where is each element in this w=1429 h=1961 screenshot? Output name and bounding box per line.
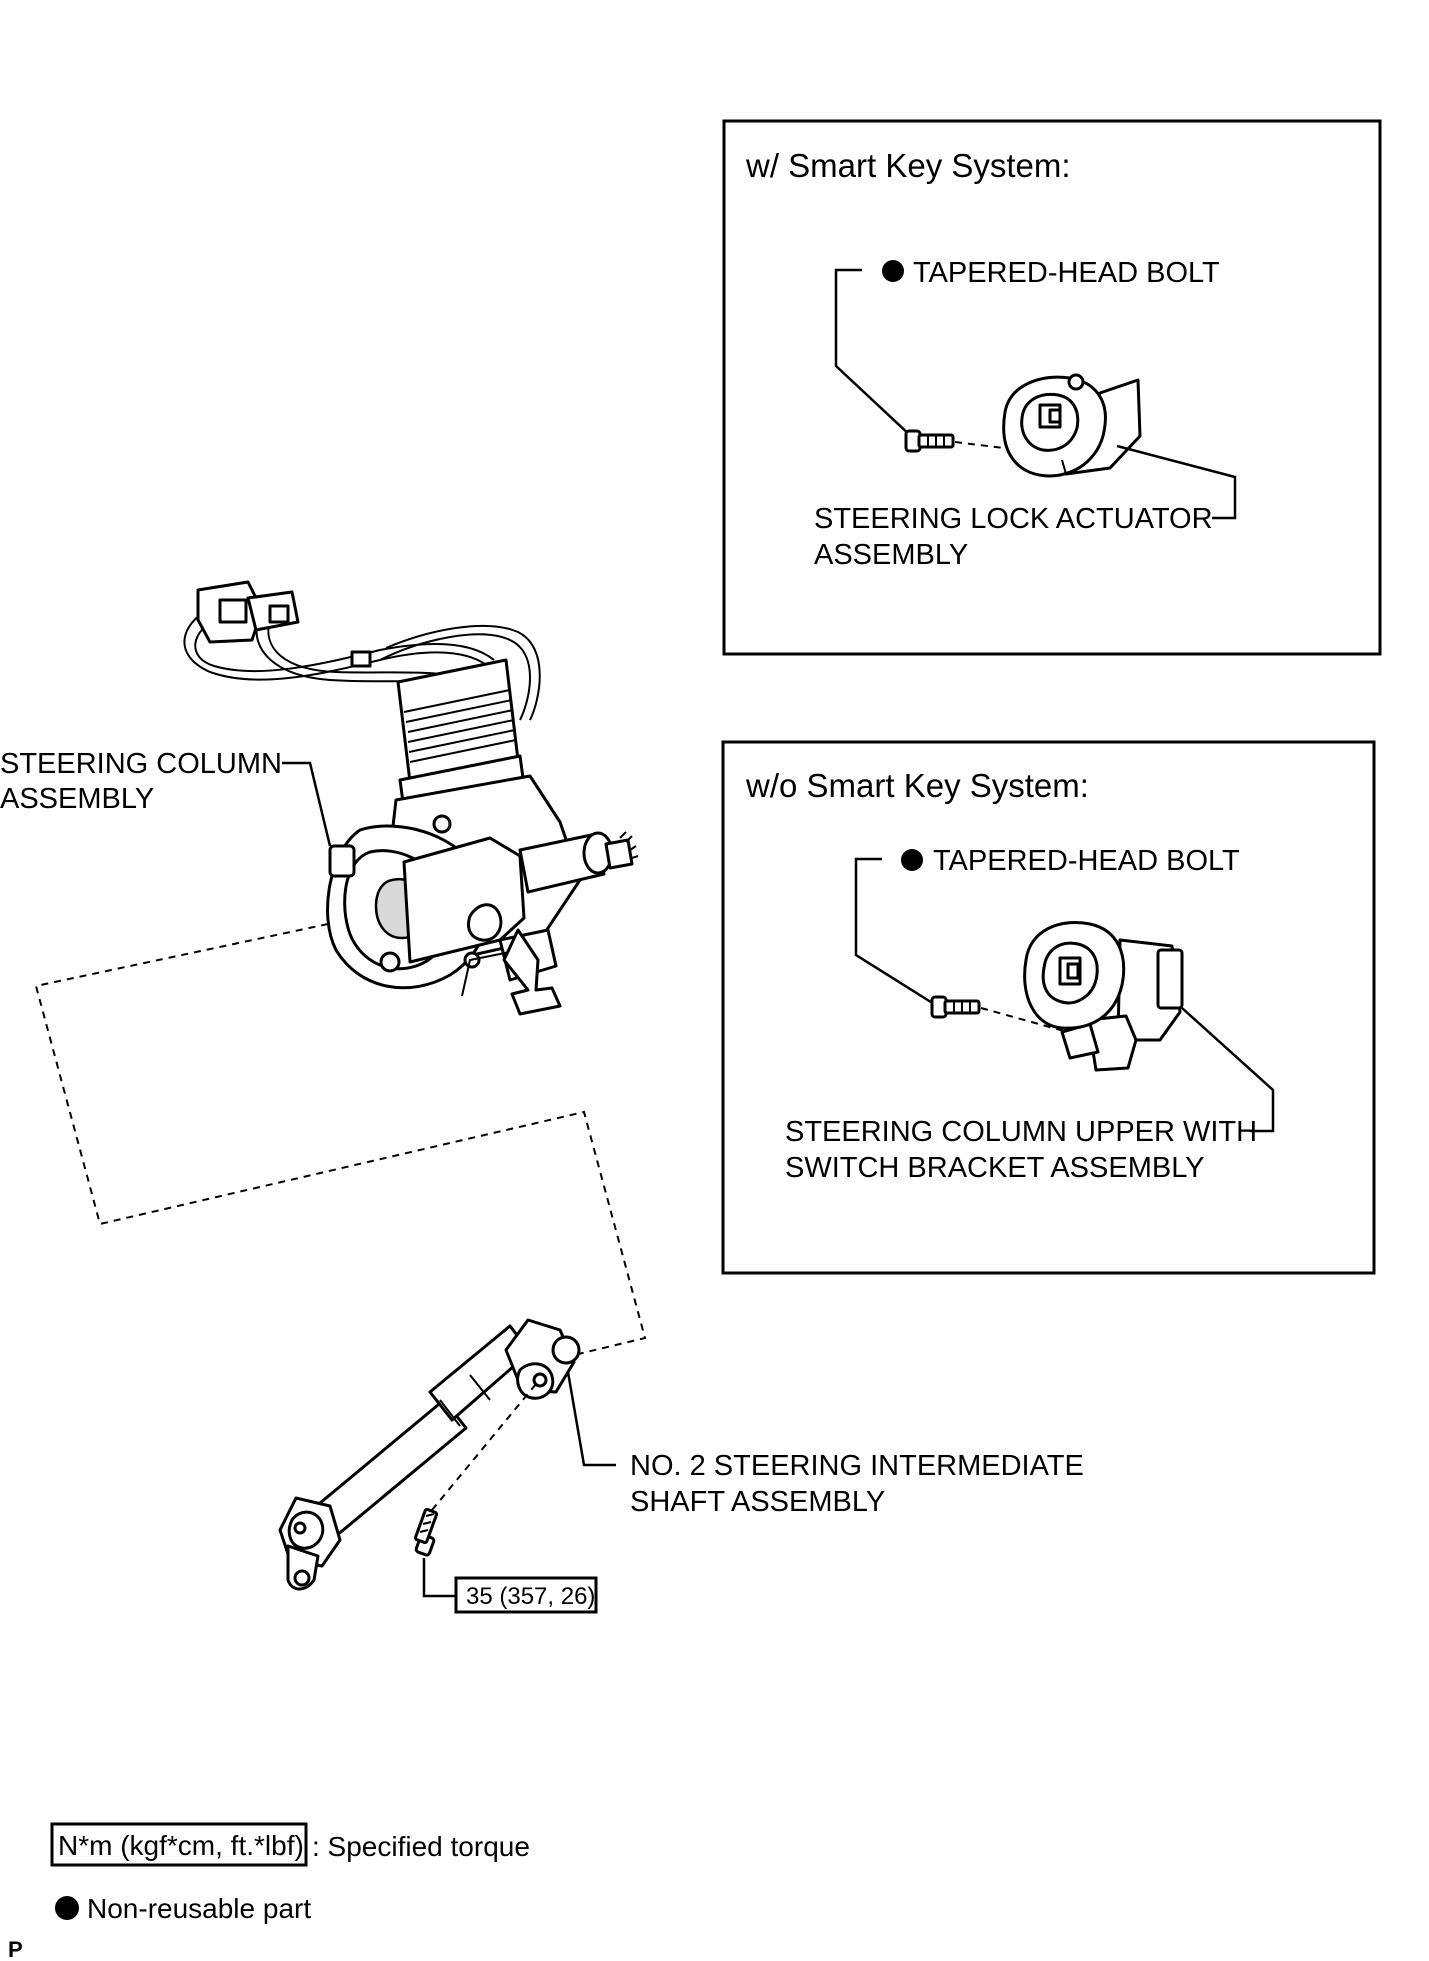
bracket-label-line2: SWITCH BRACKET ASSEMBLY — [785, 1152, 1205, 1184]
actuator-leader — [1116, 444, 1237, 520]
smart-key-bolt-label: TAPERED-HEAD BOLT — [913, 257, 1220, 289]
shaft-bolt-icon — [413, 1507, 439, 1557]
legend-torque-units: N*m (kgf*cm, ft.*lbf) — [58, 1830, 304, 1861]
inset-no-smart-key-frame — [721, 740, 1376, 1275]
column-to-shaft-guide — [34, 923, 647, 1357]
switch-bracket-assembly-icon — [1023, 921, 1184, 1072]
smart-key-bolt-leader — [834, 268, 913, 438]
lower-universal-joint-icon — [278, 1496, 342, 1591]
column-label-line1: STEERING COLUMN — [0, 748, 282, 780]
legend-torque-box — [50, 1822, 308, 1867]
actuator-label-line1: STEERING LOCK ACTUATOR — [814, 503, 1213, 535]
no-smart-key-bolt-path — [980, 1007, 1065, 1032]
inset-smart-key-title: w/ Smart Key System: — [745, 147, 1071, 184]
no-smart-key-bolt-label: TAPERED-HEAD BOLT — [933, 845, 1240, 877]
corner-mark: P — [8, 1937, 23, 1961]
shaft-bolt-path — [431, 1383, 537, 1511]
wire-harness-icon — [183, 580, 541, 721]
tapered-head-bolt-icon — [930, 995, 981, 1019]
shaft-leader — [566, 1371, 616, 1467]
inset-no-smart-key-title: w/o Smart Key System: — [745, 767, 1089, 804]
column-shaft-icon — [502, 831, 639, 1016]
bracket-leader — [1181, 1007, 1275, 1133]
inset-smart-key-frame — [722, 119, 1382, 656]
column-leader — [282, 761, 332, 847]
no-smart-key-bolt-leader — [854, 857, 935, 1006]
legend-torque-desc: : Specified torque — [312, 1831, 530, 1862]
torque-value: 35 (357, 26) — [466, 1583, 595, 1610]
nonreusable-bullet-icon — [882, 260, 904, 282]
column-housing-icon — [326, 774, 582, 997]
nonreusable-bullet-icon — [55, 1896, 79, 1920]
steering-column-assembly: STEERING COLUMN ASSEMBLY — [0, 580, 639, 1016]
legend-nonreusable-desc: Non-reusable part — [87, 1893, 311, 1924]
shaft-label-line2: SHAFT ASSEMBLY — [630, 1486, 885, 1518]
intermediate-shaft-assembly: 35 (357, 26) NO. 2 STEERING INTERMEDIATE… — [278, 1318, 1084, 1614]
bracket-label-line1: STEERING COLUMN UPPER WITH — [785, 1116, 1257, 1148]
shaft-label-line1: NO. 2 STEERING INTERMEDIATE — [630, 1450, 1084, 1482]
inset-no-smart-key: w/o Smart Key System: TAPERED-HEAD BOLT … — [721, 740, 1376, 1275]
column-label-line2: ASSEMBLY — [0, 783, 154, 815]
torque-value-box — [454, 1576, 598, 1614]
actuator-label-line2: ASSEMBLY — [814, 539, 968, 571]
inset-smart-key: w/ Smart Key System: TAPERED-HEAD BOLT S… — [722, 119, 1382, 656]
torque-leader — [422, 1558, 456, 1598]
steering-lock-actuator-icon — [1002, 373, 1142, 478]
nonreusable-bullet-icon — [901, 849, 923, 871]
tapered-head-bolt-icon — [904, 429, 955, 453]
legend: N*m (kgf*cm, ft.*lbf) : Specified torque… — [50, 1822, 530, 1924]
upper-universal-joint-icon — [504, 1318, 581, 1400]
